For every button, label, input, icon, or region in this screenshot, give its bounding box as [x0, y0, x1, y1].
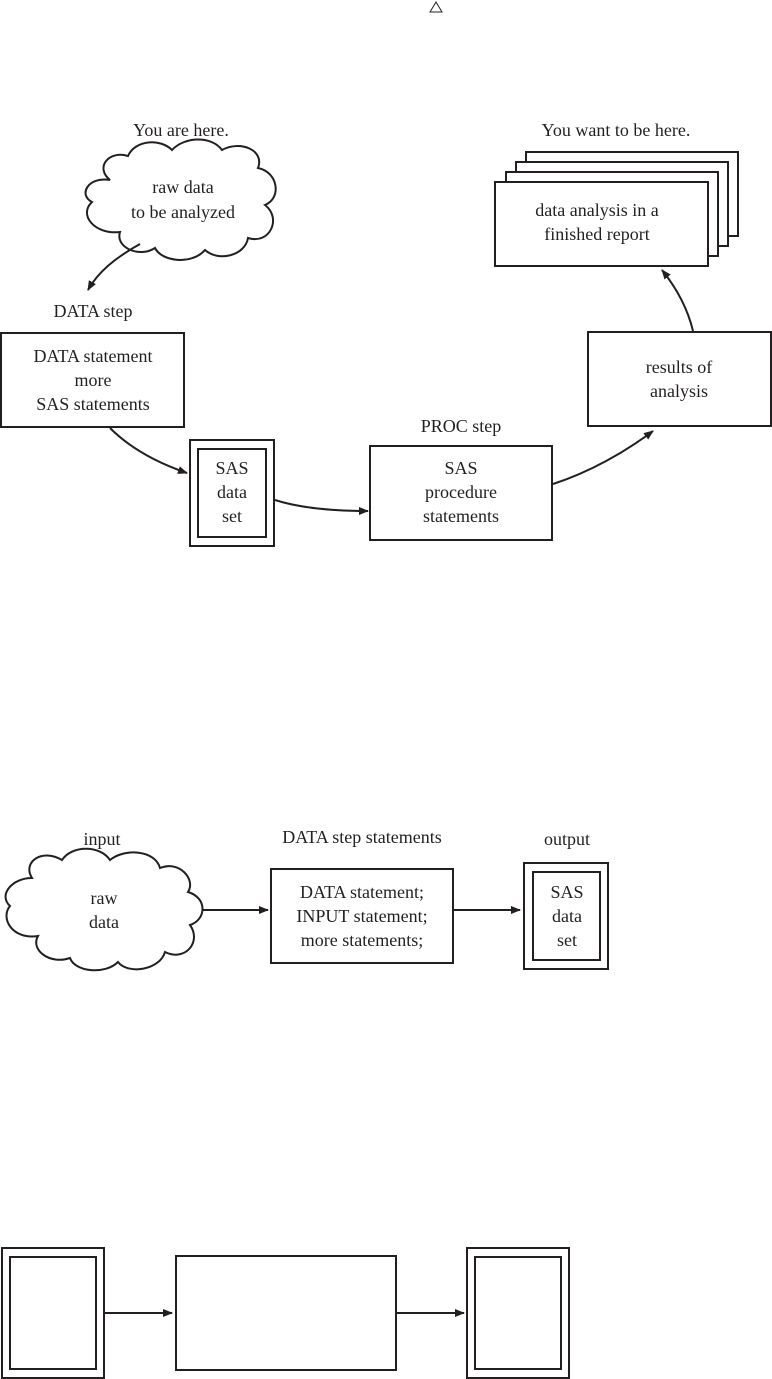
cloud2-line-2: data	[89, 912, 119, 932]
arrow-proc-to-results	[552, 430, 654, 485]
report-page-1	[494, 181, 709, 267]
blank-right-inner	[474, 1256, 562, 1370]
cloud-line-1: raw data	[152, 177, 213, 197]
output-dataset-line-3: set	[557, 930, 577, 950]
data-step-box	[0, 332, 185, 428]
proc-step-box	[369, 445, 553, 541]
cloud-line-2: to be analyzed	[131, 202, 235, 222]
output-dataset-line-1: SAS	[550, 882, 583, 902]
diagram-sas-overview: You are here. raw data to be analyzed DA…	[0, 120, 772, 547]
statements-line-2: INPUT statement;	[296, 906, 427, 926]
arrow-data-step-to-dataset	[109, 427, 188, 474]
diagram-data-step: input raw data DATA step statements DATA…	[4, 827, 609, 972]
data-step-line-1: DATA statement	[33, 346, 152, 366]
raw-data-cloud	[84, 138, 277, 261]
triangle-outline-icon	[429, 1, 443, 13]
statements-label: DATA step statements	[282, 827, 442, 847]
results-line-2: analysis	[650, 381, 708, 401]
sas-dataset-inner	[197, 448, 267, 538]
you-are-here-label: You are here.	[133, 120, 229, 140]
you-want-to-be-here-label: You want to be here.	[542, 120, 691, 140]
statements-box	[270, 868, 454, 964]
raw-data-cloud-2	[4, 847, 204, 972]
report-line-1: data analysis in a	[535, 200, 658, 220]
blank-middle-box	[175, 1255, 397, 1371]
cloud2-line-1: raw	[91, 888, 118, 908]
output-dataset-inner	[532, 871, 601, 961]
arrow-cloud-to-data-step	[87, 243, 141, 291]
proc-line-2: procedure	[425, 482, 497, 502]
data-step-line-2: more	[75, 370, 112, 390]
arrow-results-to-report	[661, 269, 694, 332]
results-line-1: results of	[646, 357, 713, 377]
data-step-line-3: SAS statements	[36, 394, 150, 414]
dataset-line-1: SAS	[215, 458, 248, 478]
dataset-line-3: set	[222, 506, 242, 526]
input-label: input	[83, 829, 120, 849]
blank-left-inner	[9, 1256, 97, 1370]
statements-line-3: more statements;	[301, 930, 423, 950]
results-box	[587, 331, 772, 427]
dataset-line-2: data	[217, 482, 247, 502]
diagram-blank-template	[1, 1247, 570, 1379]
statements-line-1: DATA statement;	[300, 882, 424, 902]
proc-line-3: statements	[423, 506, 499, 526]
proc-step-label: PROC step	[421, 416, 502, 436]
proc-line-1: SAS	[444, 458, 477, 478]
data-step-label: DATA step	[53, 301, 132, 321]
output-dataset-line-2: data	[552, 906, 582, 926]
arrow-dataset-to-proc	[274, 499, 369, 515]
output-label: output	[544, 829, 590, 849]
report-line-2: finished report	[544, 224, 649, 244]
